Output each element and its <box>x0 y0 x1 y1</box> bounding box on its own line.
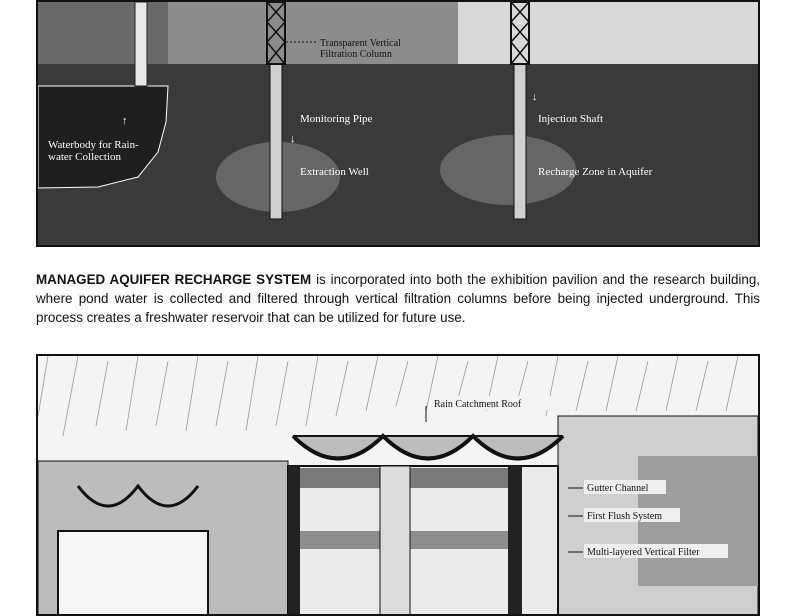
label-filtration-column-line2: Filtration Column <box>320 49 392 60</box>
aquifer-section-illustration: ↑ ↓ ↓ Transparent Vertical Filtration Co… <box>36 0 760 247</box>
pond-surface <box>38 2 168 64</box>
ground-mass <box>38 64 758 245</box>
label-monitoring-pipe: Monitoring Pipe <box>300 113 373 125</box>
label-injection-shaft: Injection Shaft <box>538 113 603 125</box>
pavilion-roof-vaults <box>76 483 200 508</box>
label-recharge-zone: Recharge Zone in Aquifer <box>538 166 653 178</box>
label-gutter-channel: Gutter Channel <box>587 483 649 494</box>
aquifer-section-svg: ↑ ↓ ↓ Transparent Vertical Filtration Co… <box>38 2 758 245</box>
tower-column-left <box>288 466 300 614</box>
extraction-well-pipe <box>269 63 283 220</box>
tower-column-right <box>508 466 522 614</box>
rainwater-pipe <box>134 2 148 87</box>
filter-label-bg <box>584 544 728 558</box>
flush-label-bg <box>584 508 680 522</box>
gravel-layer-left <box>300 468 380 488</box>
building-section-svg: Rain Catchment Roof Gutter Channel First… <box>38 356 758 614</box>
label-vertical-filter: Multi-layered Vertical Filter <box>587 547 700 558</box>
injection-column-lattice <box>510 2 530 65</box>
roof-label-bg <box>430 396 570 410</box>
injection-shaft-pipe <box>513 63 527 220</box>
caption-paragraph: MANAGED AQUIFER RECHARGE SYSTEM is incor… <box>36 270 760 327</box>
label-first-flush-system: First Flush System <box>587 511 662 522</box>
waterbody <box>38 85 169 189</box>
gutter-label-bg <box>584 480 666 494</box>
injection-column-frame <box>510 2 530 65</box>
filtration-column-frame <box>266 2 286 65</box>
building-section-illustration: Rain Catchment Roof Gutter Channel First… <box>36 354 760 616</box>
filter-layer-right <box>410 531 508 549</box>
label-waterbody-line1: Waterbody for Rain- <box>48 139 139 151</box>
caption-body: is incorporated into both the exhibition… <box>36 272 760 325</box>
caption-heading: MANAGED AQUIFER RECHARGE SYSTEM <box>36 272 312 287</box>
label-waterbody-line2: water Collection <box>48 151 122 163</box>
rain-catchment-roof <box>291 433 565 461</box>
tower-column-middle <box>379 465 411 614</box>
filter-layer-left <box>300 531 380 549</box>
up-arrow-icon: ↑ <box>122 115 128 127</box>
gravel-layer-right <box>410 468 508 488</box>
pavilion-interior-room <box>57 530 209 614</box>
label-filtration-column-line1: Transparent Vertical <box>320 38 401 49</box>
label-extraction-well: Extraction Well <box>300 166 369 178</box>
pavilion-interior <box>458 2 758 64</box>
label-rain-catchment-roof: Rain Catchment Roof <box>434 399 522 410</box>
filtration-column-lattice <box>266 2 286 65</box>
down-arrow-icon: ↓ <box>290 133 296 145</box>
rain-lines <box>38 356 739 437</box>
recharge-plume <box>440 135 576 205</box>
down-arrow-icon: ↓ <box>532 91 538 103</box>
